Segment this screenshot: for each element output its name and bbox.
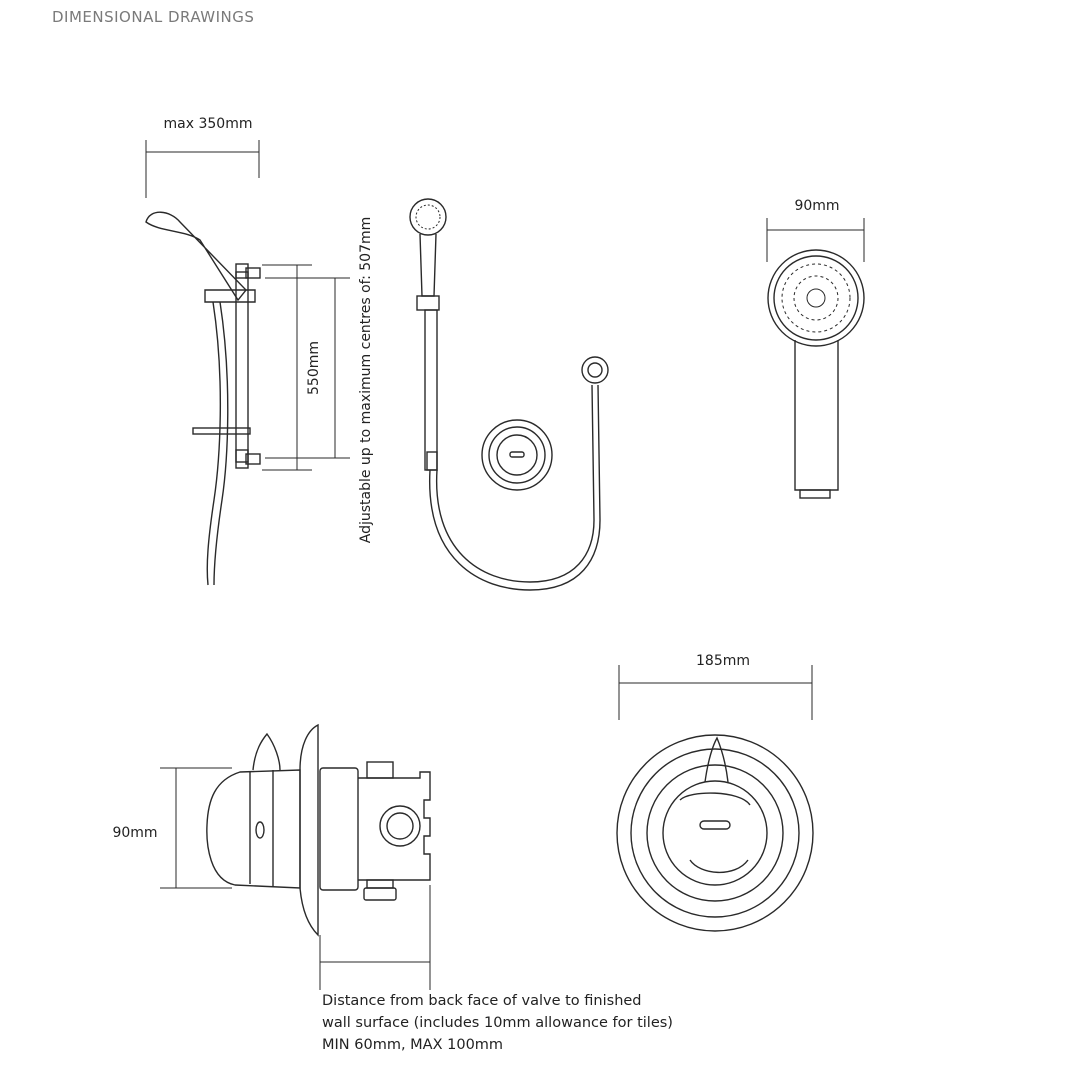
rail-length-label: 550mm — [306, 341, 322, 395]
valve-plate-diameter-label: 185mm — [696, 653, 750, 669]
shower-kit-front-view — [409, 198, 609, 591]
rail-width-label: max 350mm — [164, 116, 253, 132]
valve-height-label: 90mm — [112, 825, 157, 841]
handset-front-view: 90mm — [766, 198, 865, 499]
page-title: DIMENSIONAL DRAWINGS — [52, 8, 255, 26]
rail-kit-side-view: max 350mm 550mm Adjustable up to maximum… — [145, 116, 374, 586]
rail-adjustable-label: Adjustable up to maximum centres of: 507… — [358, 217, 374, 544]
note-line-3: MIN 60mm, MAX 100mm — [322, 1037, 504, 1053]
valve-distance-note: Distance from back face of valve to fini… — [322, 990, 673, 1056]
note-line-1: Distance from back face of valve to fini… — [322, 993, 642, 1009]
note-line-2: wall surface (includes 10mm allowance fo… — [322, 1015, 673, 1031]
handset-width-label: 90mm — [794, 198, 839, 214]
valve-side-view: 90mm — [112, 723, 431, 990]
valve-front-view: 185mm — [616, 653, 814, 932]
